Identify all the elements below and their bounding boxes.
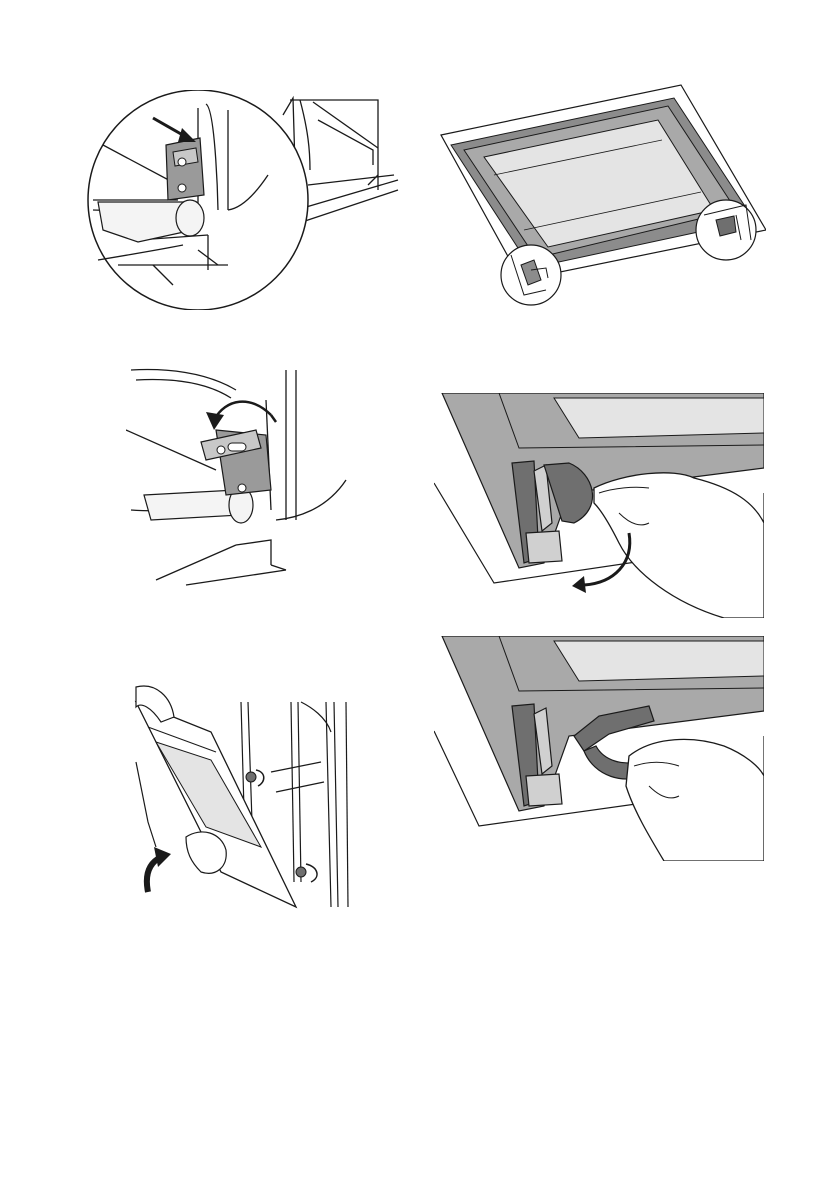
hinge-lock-arrow-illustration bbox=[78, 90, 408, 310]
clip-release-hand-illustration bbox=[434, 393, 764, 618]
clip-remove-figure bbox=[434, 636, 764, 861]
door-glass-figure bbox=[436, 80, 766, 315]
hinge-lever-rotate-illustration bbox=[126, 360, 406, 595]
hinge-lock-figure bbox=[78, 90, 408, 310]
door-glass-panel-illustration bbox=[436, 80, 766, 315]
door-lift-off-illustration bbox=[126, 682, 356, 910]
clip-remove-hand-illustration bbox=[434, 636, 764, 861]
hinge-lever-figure bbox=[126, 360, 406, 595]
clip-release-figure bbox=[434, 393, 764, 618]
door-lift-figure bbox=[126, 682, 356, 910]
